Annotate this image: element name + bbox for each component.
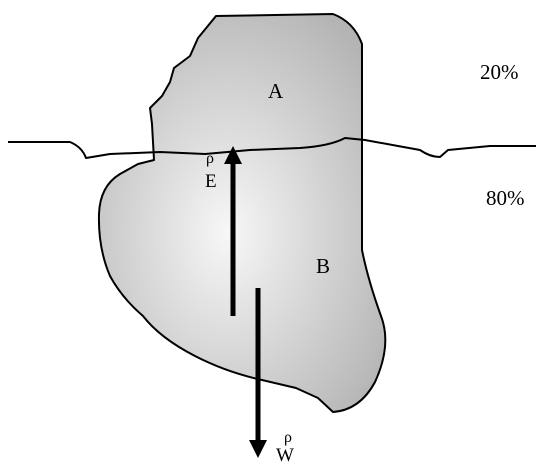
iceberg-shape bbox=[97, 13, 387, 413]
buoyant-force-arrowhead bbox=[224, 146, 242, 164]
percent-above-label: 20% bbox=[480, 60, 519, 84]
buoyant-force-vector-mark: ρ bbox=[206, 150, 214, 167]
region-b-label: B bbox=[316, 254, 330, 278]
weight-force-label: W bbox=[276, 445, 294, 466]
percent-below-label: 80% bbox=[486, 186, 525, 210]
buoyant-force-label: E bbox=[205, 171, 217, 192]
weight-force-vector-mark: ρ bbox=[284, 429, 292, 446]
weight-force-arrowhead bbox=[249, 440, 267, 458]
water-line bbox=[8, 137, 536, 159]
region-a-label: A bbox=[268, 79, 284, 103]
